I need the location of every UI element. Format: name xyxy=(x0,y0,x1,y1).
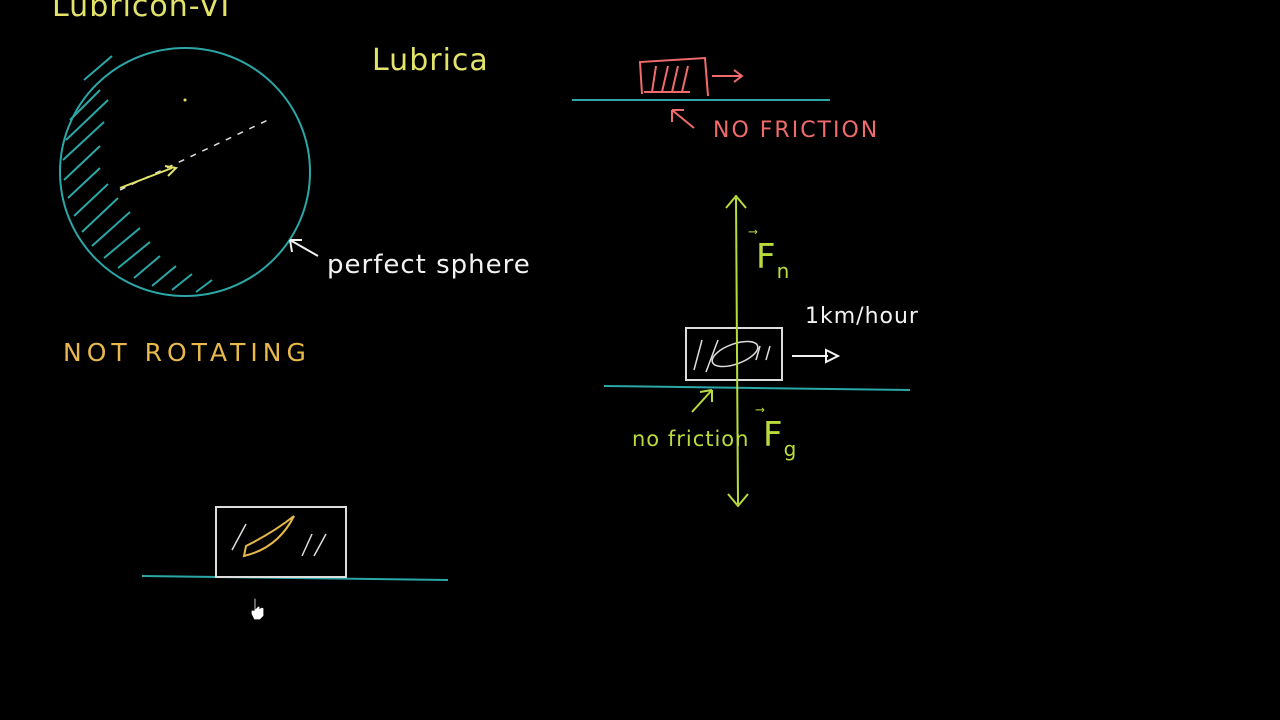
bottom-block-diagram xyxy=(141,506,449,581)
rotation-note-text: NOT ROTATING xyxy=(63,338,311,367)
normal-force-subscript: n xyxy=(776,259,791,283)
normal-force-label: ⃗ Fn xyxy=(756,240,790,281)
gravity-force-subscript: g xyxy=(783,437,798,461)
gravity-force-symbol: F xyxy=(763,415,784,455)
vector-arrow-icon: ⃗ xyxy=(758,226,759,250)
title-text: Lubricon-VI xyxy=(52,0,231,24)
sphere-drawing xyxy=(59,47,311,297)
sphere-label-text: perfect sphere xyxy=(327,250,531,280)
top-block-diagram xyxy=(572,56,830,129)
force-diagram xyxy=(603,194,911,508)
speed-label: 1km/hour xyxy=(805,304,919,329)
lower-friction-label: no friction xyxy=(632,427,750,451)
hand-pointer-icon xyxy=(248,596,268,622)
top-friction-label: NO FRICTION xyxy=(713,118,880,143)
gravity-force-label: ⃗ Fg xyxy=(763,418,797,459)
vector-arrow-icon: ⃗ xyxy=(765,404,766,428)
pointer-arrow xyxy=(289,239,319,257)
normal-force-symbol: F xyxy=(756,237,777,277)
planet-name-text: Lubrica xyxy=(372,43,489,78)
